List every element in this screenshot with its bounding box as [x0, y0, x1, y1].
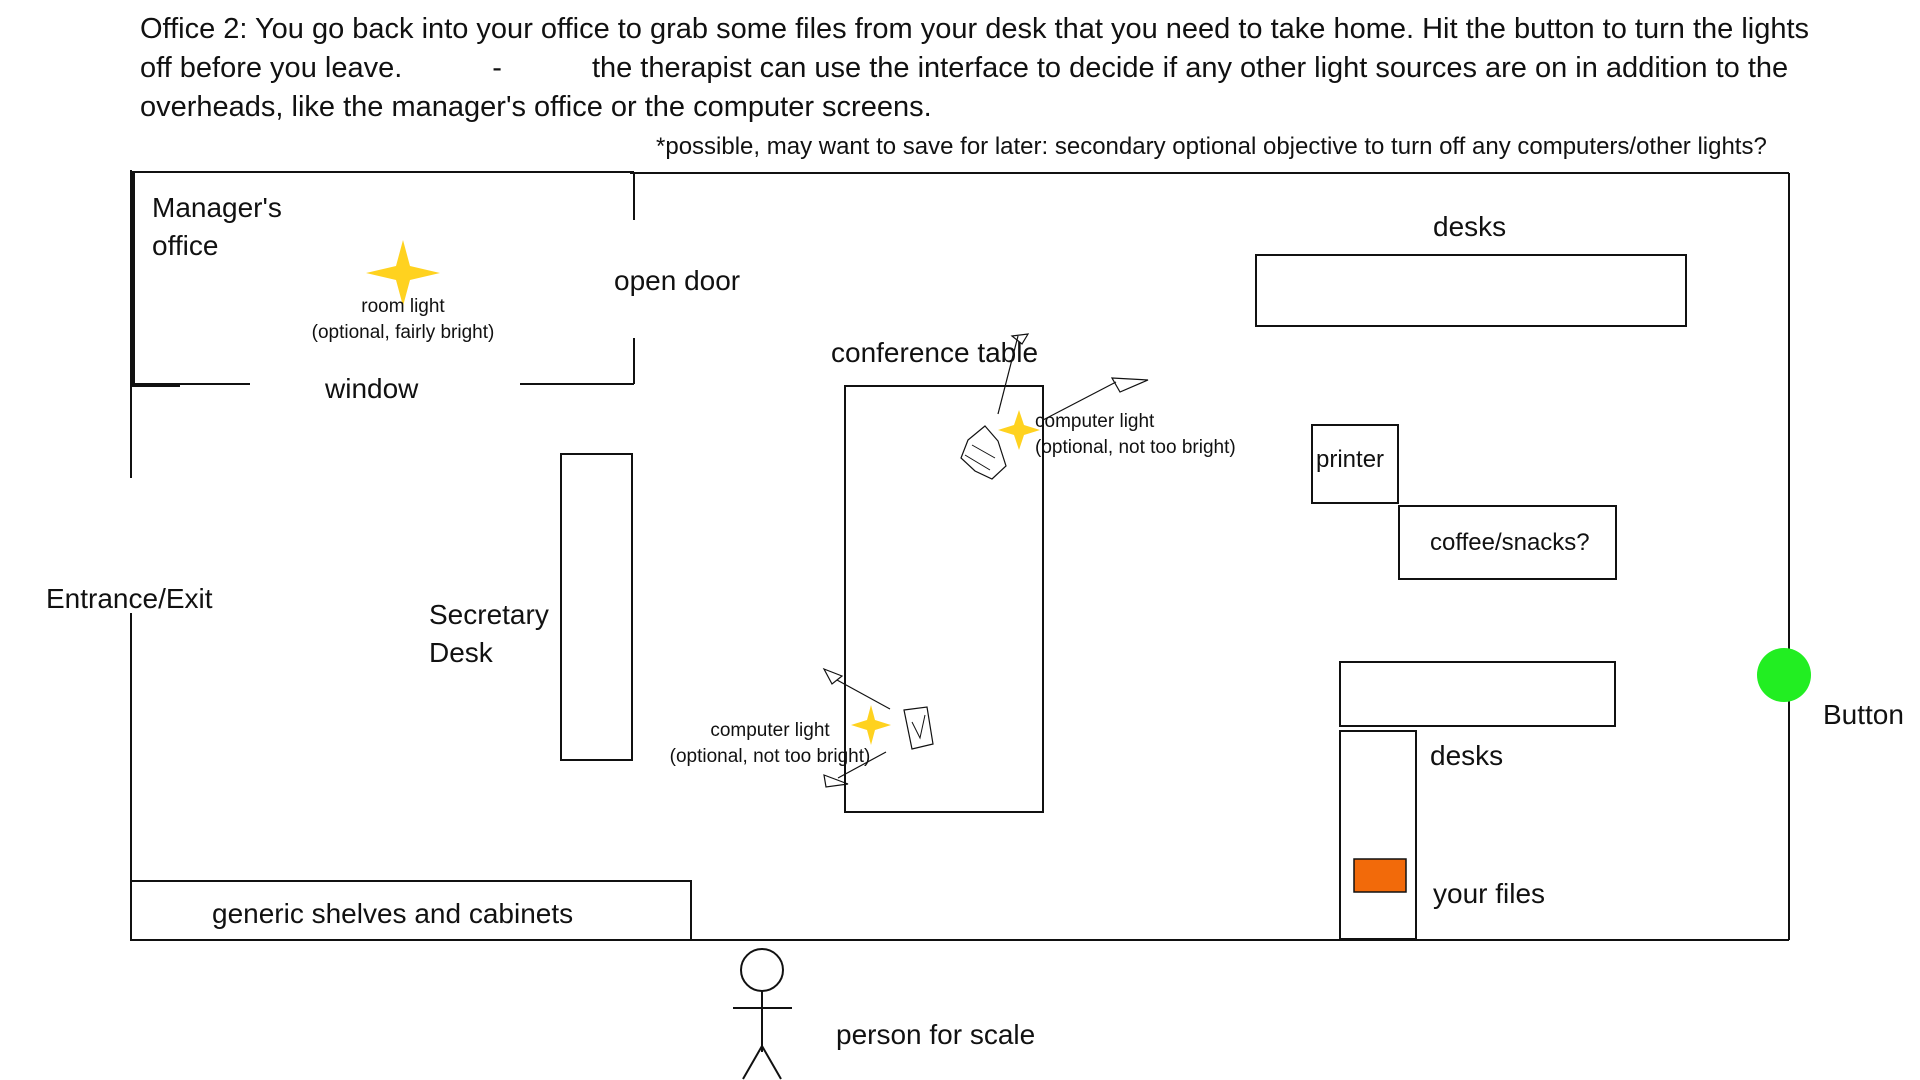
coffee-table [1398, 505, 1617, 580]
person-for-scale-label: person for scale [836, 1019, 1036, 1050]
light-switch-button[interactable] [1757, 648, 1811, 702]
computer-sketch-bottom [903, 706, 934, 750]
window-label: window [325, 373, 419, 404]
room-light-star [366, 240, 440, 306]
person-head [740, 948, 784, 992]
coffee-snacks-label: coffee/snacks? [1430, 529, 1590, 556]
description-part2: the therapist can use the interface to d… [140, 52, 1789, 123]
person-right-leg [761, 1045, 782, 1080]
person-left-leg [742, 1045, 763, 1080]
computer-light-star-bottom [851, 705, 891, 745]
managers-office-label: Manager's office [152, 192, 282, 261]
desk-lower-vertical [1339, 730, 1417, 940]
description-part1: Office 2: You go back into your office t… [140, 13, 1810, 84]
secretary-desk-label: Secretary Desk [429, 599, 549, 668]
shelves-and-cabinets [130, 880, 692, 941]
computer-sketch-top [960, 425, 1007, 480]
description-dash: - [492, 52, 502, 84]
printer-box [1311, 424, 1399, 504]
desks-bottom-label: desks [1430, 740, 1504, 771]
desk-top-right [1255, 254, 1687, 327]
desk-lower-horizontal [1339, 661, 1616, 727]
secretary-desk [560, 453, 633, 761]
room-light-label: room light (optional, fairly bright) [311, 296, 495, 343]
printer-label: printer [1316, 446, 1385, 473]
your-files-label: your files [1433, 878, 1546, 909]
computer-light-star-top [998, 410, 1040, 450]
open-door-label: open door [614, 265, 741, 296]
optional-objective-note: *possible, may want to save for later: s… [656, 133, 1767, 160]
button-label: Button [1823, 699, 1904, 730]
conference-table-label: conference table [831, 337, 1039, 368]
desks-top-label: desks [1433, 211, 1507, 242]
entrance-exit-label: Entrance/Exit [46, 583, 213, 614]
your-files [1353, 858, 1407, 893]
computer-light-top-label: computer light (optional, not too bright… [1035, 411, 1236, 458]
scenario-description: Office 2: You go back into your office t… [140, 10, 1830, 127]
conference-table [844, 385, 1044, 813]
computer-light-bottom-label: computer light (optional, not too bright… [669, 720, 871, 767]
shelves-label: generic shelves and cabinets [212, 898, 574, 929]
